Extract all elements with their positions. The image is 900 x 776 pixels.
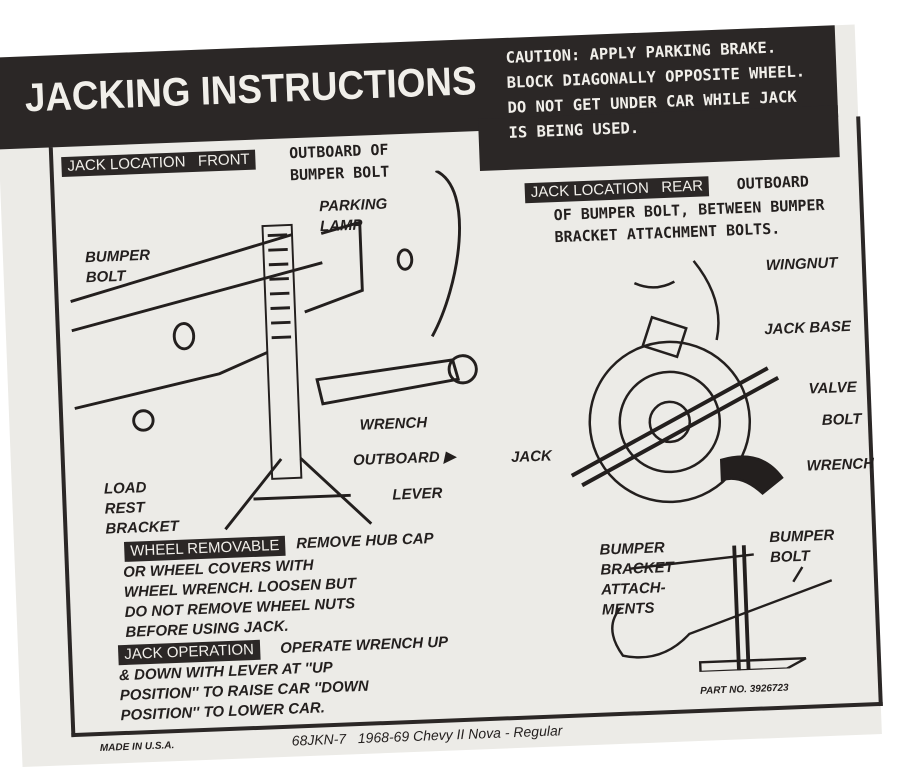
text-line: BOLT xyxy=(85,267,126,287)
text-line: BOLT xyxy=(769,547,811,567)
wheel-text: OR WHEEL COVERS WITH WHEEL WRENCH. LOOSE… xyxy=(123,554,358,643)
rear-location-text-1: OUTBOARD xyxy=(736,172,810,194)
label-text: REAR xyxy=(661,177,704,197)
front-jack-illustration xyxy=(70,169,478,531)
text-line: BRACKET xyxy=(105,517,180,538)
callout-jack: JACK xyxy=(510,447,553,467)
callout-wrench: WRENCH xyxy=(359,414,428,434)
text-line: BUMPER xyxy=(768,526,835,547)
callout-bolt: BOLT xyxy=(821,410,862,430)
text-line: LOAD xyxy=(103,479,147,498)
text-line: REST xyxy=(104,499,146,518)
made-in: MADE IN U.S.A. xyxy=(99,740,175,755)
label-text: FRONT xyxy=(197,150,250,170)
text-line: BRACKET xyxy=(600,558,675,579)
text-line: PARKING xyxy=(318,195,388,216)
operation-text: & DOWN WITH LEVER AT ''UP POSITION'' TO … xyxy=(119,657,370,727)
callout-outboard: OUTBOARD ▶ xyxy=(353,447,456,471)
label-text: JACK LOCATION xyxy=(67,153,186,175)
text-line: BUMPER xyxy=(84,246,151,267)
callout-jack-base: JACK BASE xyxy=(763,317,852,339)
arrow-right-icon: ▶ xyxy=(443,448,456,466)
callout-valve: VALVE xyxy=(808,378,857,398)
decal-code: 68JKN-7 xyxy=(291,730,347,749)
text-line: ATTACH- xyxy=(600,579,666,599)
callout-wingnut: WINGNUT xyxy=(765,254,838,275)
callout-lever: LEVER xyxy=(392,484,443,504)
bumper-bracket-illustration xyxy=(611,545,833,674)
rear-jack-illustration xyxy=(570,260,784,504)
label-text: JACK LOCATION xyxy=(530,179,650,202)
text-line: OUTBOARD xyxy=(352,448,440,470)
text-line: BUMPER xyxy=(599,539,665,559)
text-line: MENTS xyxy=(601,599,655,619)
text-line: LAMP xyxy=(319,216,363,236)
callout-wrench-rear: WRENCH xyxy=(806,455,875,475)
